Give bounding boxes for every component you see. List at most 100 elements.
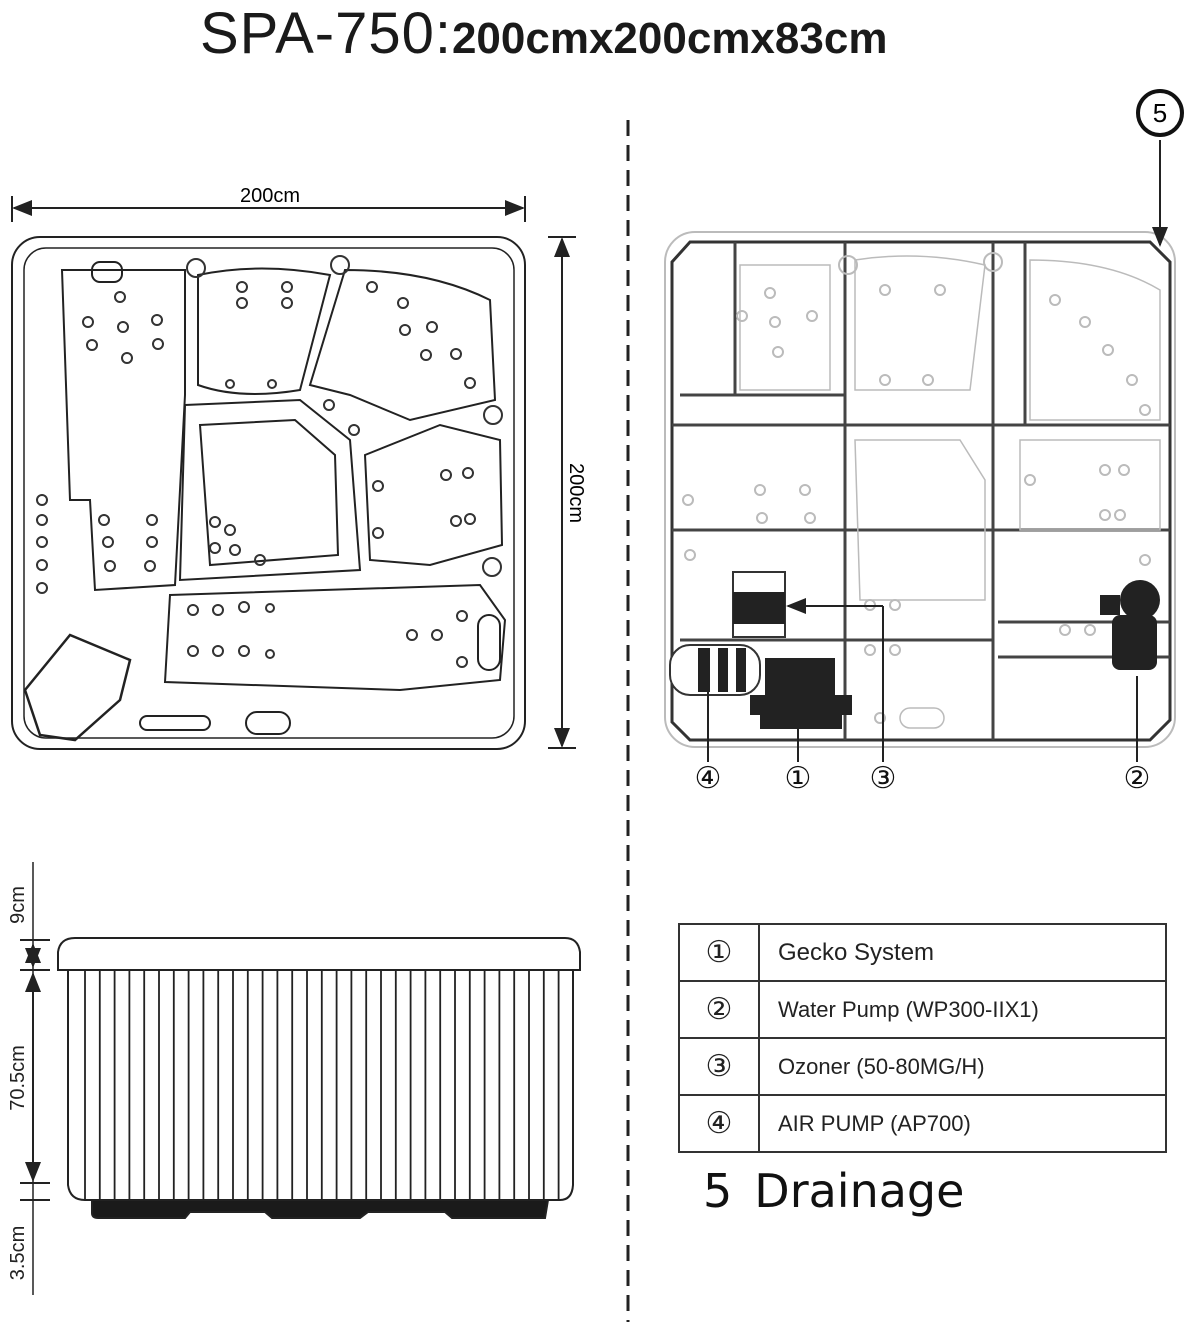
legend-label: Ozoner (50-80MG/H) [758, 1037, 1167, 1096]
jet-icon [799, 484, 811, 496]
callout-2: ② [1124, 762, 1151, 795]
jet-icon [36, 559, 48, 571]
frame-outline [670, 240, 1172, 742]
spa-base [91, 1199, 550, 1219]
jet-icon [212, 645, 224, 657]
jet-icon [36, 494, 48, 506]
jet-icon [323, 399, 335, 411]
air-pump [669, 644, 761, 696]
footwell [178, 398, 362, 582]
jet-icon [450, 515, 462, 527]
jet-icon [1102, 344, 1114, 356]
jet-icon [224, 524, 236, 536]
lounger-seat [163, 583, 507, 692]
jet-icon [482, 557, 502, 577]
callout-1: ① [785, 762, 812, 795]
jet-icon [366, 281, 378, 293]
jet-icon [82, 316, 94, 328]
jet-icon [1024, 474, 1036, 486]
legend-num: ④ [678, 1094, 760, 1153]
jet-icon [456, 610, 468, 622]
legend-num: ② [678, 980, 760, 1039]
jet-icon [1118, 464, 1130, 476]
drainage-callout-circle [1136, 89, 1184, 137]
jet-icon [36, 514, 48, 526]
jet-icon [806, 310, 818, 322]
diagram-title: SPA-750:200cmx200cmx83cm [200, 0, 887, 67]
jet-icon [186, 258, 206, 278]
jet-icon [121, 352, 133, 364]
jet-icon [684, 549, 696, 561]
model-name: SPA-750: [200, 1, 452, 66]
jet-icon [254, 554, 266, 566]
jet-icon [238, 645, 250, 657]
jet-icon [736, 310, 748, 322]
jet-icon [1079, 316, 1091, 328]
jet-icon [236, 297, 248, 309]
jet-icon [450, 348, 462, 360]
jet-icon [879, 374, 891, 386]
components-view [664, 89, 1184, 762]
jet-icon [104, 560, 116, 572]
jet-icon [229, 544, 241, 556]
jet-icon [114, 291, 126, 303]
jet-icon [212, 604, 224, 616]
base-height-label: 3.5cm [7, 1226, 29, 1280]
jet-icon [1059, 624, 1071, 636]
jet-icon [889, 599, 901, 611]
jet-icon [1084, 624, 1096, 636]
drainage-label: Drainage [754, 1164, 965, 1218]
jet-icon [934, 284, 946, 296]
jet-icon [144, 560, 156, 572]
jet-icon [372, 480, 384, 492]
jet-icon [879, 284, 891, 296]
jet-icon [36, 582, 48, 594]
water-pump [1100, 580, 1160, 670]
jet-icon [764, 287, 776, 299]
seat [363, 423, 504, 567]
jet-icon [1099, 509, 1111, 521]
jet-icon [440, 469, 452, 481]
jet-icon [1139, 404, 1151, 416]
legend-label: Gecko System [758, 923, 1167, 982]
jet-icon [151, 314, 163, 326]
jet-icon [399, 324, 411, 336]
drainage-num: 5 [703, 1164, 733, 1218]
jet-icon [483, 405, 503, 425]
rim-height-label: 9cm [7, 886, 29, 924]
jet-icon [464, 513, 476, 525]
jet-icon [146, 536, 158, 548]
top-view [11, 196, 576, 750]
jet-icon [456, 656, 468, 668]
callout-5: 5 [1153, 98, 1167, 128]
jet-icon [426, 321, 438, 333]
cabinet-height-label: 70.5cm [7, 1045, 29, 1111]
jet-icon [187, 645, 199, 657]
jet-icon [267, 379, 277, 389]
legend-num: ① [678, 923, 760, 982]
jet-icon [1114, 509, 1126, 521]
jet-icon [804, 512, 816, 524]
corner-cup-holder [23, 633, 132, 742]
jet-icon [102, 536, 114, 548]
legend-num: ③ [678, 1037, 760, 1096]
jet-icon [406, 629, 418, 641]
jet-icon [330, 255, 350, 275]
jet-icon [1126, 374, 1138, 386]
jet-icon [225, 379, 235, 389]
side-view [20, 862, 581, 1295]
legend-label: AIR PUMP (AP700) [758, 1094, 1167, 1153]
spa-top-rim [57, 937, 581, 971]
jet-icon [281, 297, 293, 309]
jet-icon [117, 321, 129, 333]
jet-icon [769, 316, 781, 328]
jet-icon [874, 712, 886, 724]
jet-icon [462, 467, 474, 479]
jet-icon [431, 629, 443, 641]
seat [308, 268, 497, 422]
